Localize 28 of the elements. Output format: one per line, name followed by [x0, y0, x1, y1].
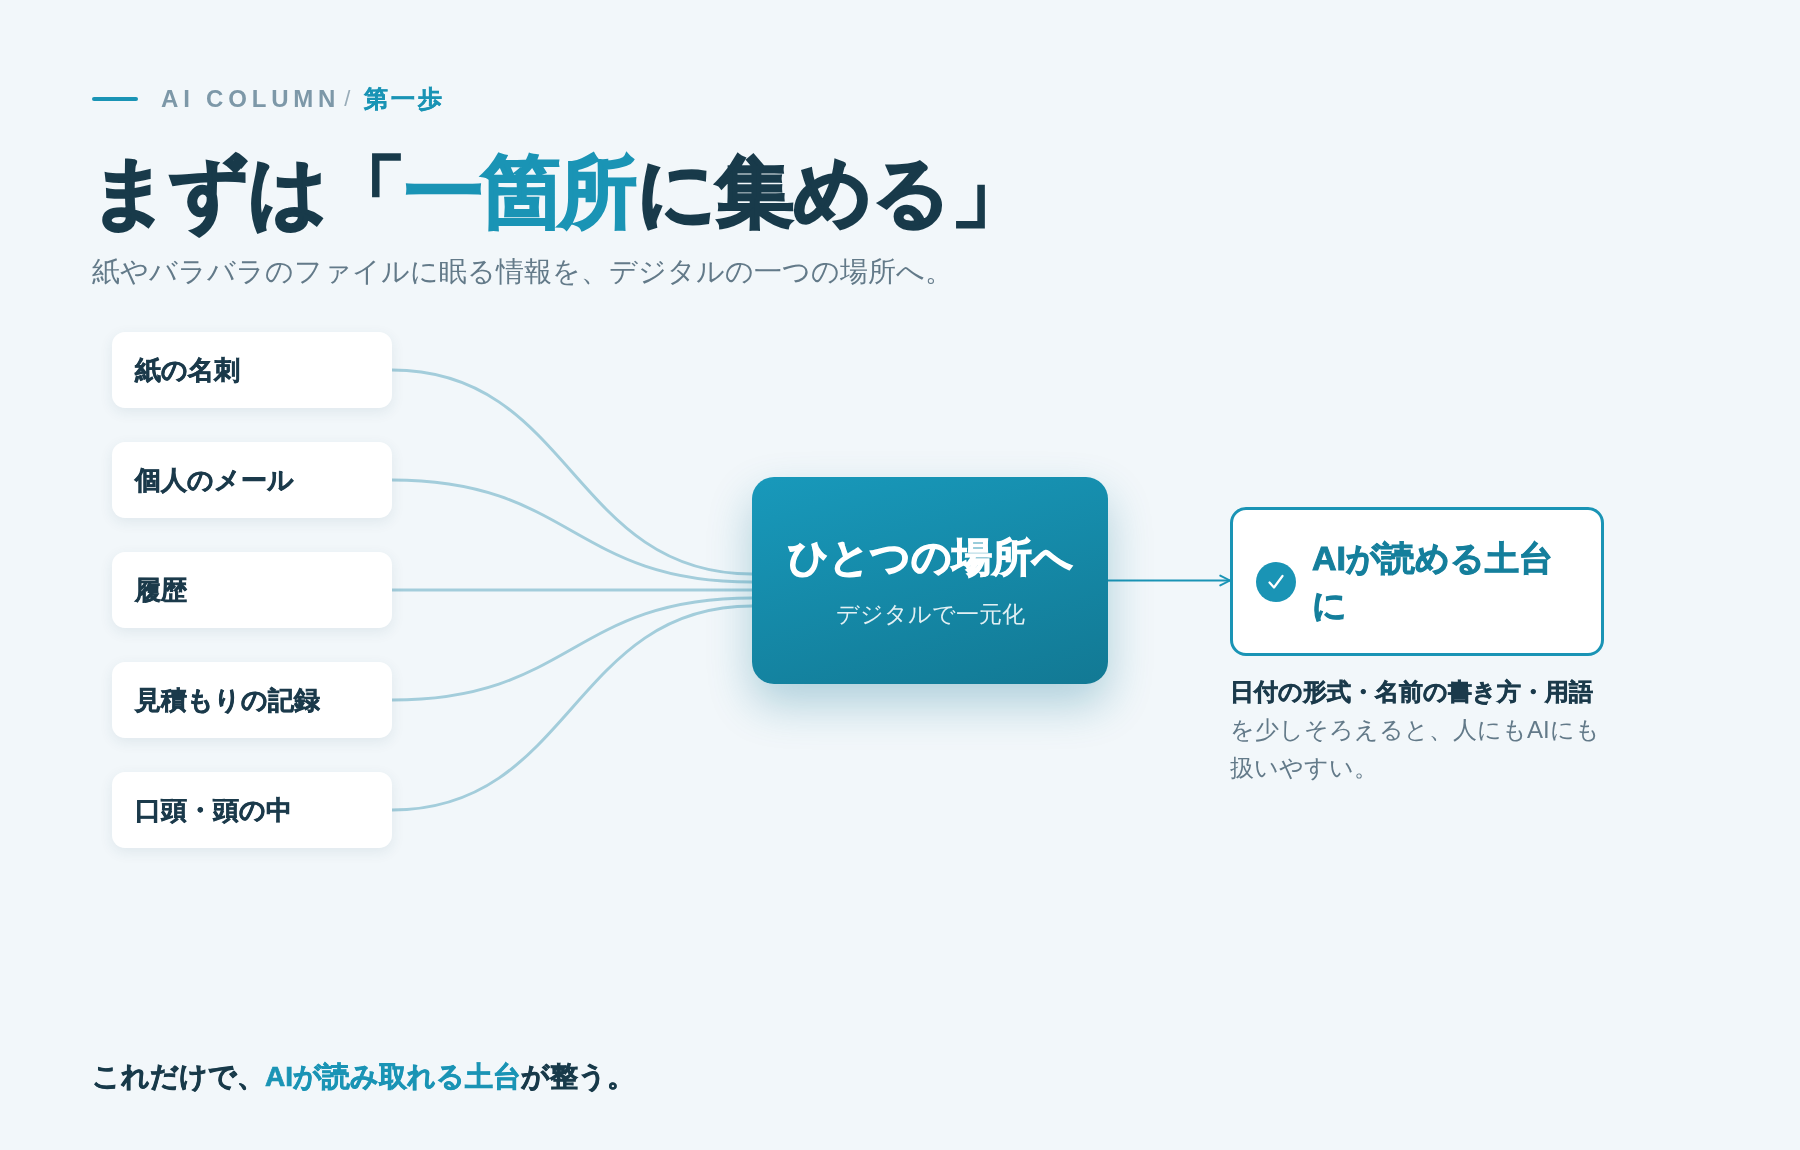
source-card	[112, 442, 392, 518]
source-label: 見積もりの記録	[135, 683, 320, 717]
source-card	[112, 332, 392, 408]
separator: /	[344, 85, 351, 113]
title: まずは「一箇所に集める」	[90, 147, 1029, 239]
source-card	[112, 552, 392, 628]
connector-curve	[390, 478, 754, 584]
subtitle: 紙やバラバラのファイルに眠る情報を、デジタルの一つの場所へ。	[92, 255, 953, 289]
arrow	[1107, 574, 1231, 587]
source-label: 口頭・頭の中	[135, 793, 292, 827]
section-label: 第一歩	[364, 84, 445, 114]
result-label: AIが読める土台に	[1312, 537, 1554, 626]
hub-subtitle: デジタルで一元化	[835, 600, 1025, 629]
section-label: AI COLUMN	[161, 84, 341, 114]
connector-curve	[390, 604, 754, 812]
hub-title: ひとつの場所へ	[787, 533, 1073, 581]
connector-curve	[390, 368, 754, 576]
source-card	[112, 772, 392, 848]
source-card	[112, 662, 392, 738]
result-box	[1230, 507, 1604, 656]
connector-curve	[390, 588, 754, 592]
source-label: 履歴	[135, 573, 187, 607]
connector-curve	[390, 596, 754, 702]
note-text: 日付の形式・名前の書き方・用語を少しそろえると、人にもAIにも扱いやすい。	[1230, 677, 1601, 783]
source-label: 紙の名刺	[135, 353, 240, 387]
source-label: 個人のメール	[135, 463, 294, 497]
caption-text: これだけで、AIが読み取れる土台が整う。	[92, 1060, 635, 1094]
hub-box	[752, 477, 1108, 684]
